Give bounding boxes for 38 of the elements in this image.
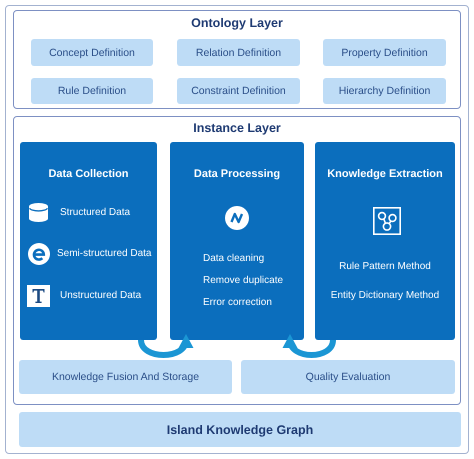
module-panel (170, 142, 304, 340)
list-item: Data cleaning (203, 252, 264, 266)
module-panel (20, 142, 157, 340)
panel-title: Data Collection (48, 167, 129, 181)
curved-arrow (138, 334, 192, 358)
layer-panel (13, 10, 461, 109)
list-item: Rule Pattern Method (339, 260, 431, 274)
list-item: Remove duplicate (203, 274, 284, 288)
panel-title: Knowledge Extraction (327, 167, 443, 181)
banner-title: Island Knowledge Graph (166, 422, 314, 436)
list-item: Error correction (203, 296, 272, 310)
component-label: Knowledge Fusion And Storage (52, 370, 200, 384)
component-label: Relation Definition (196, 46, 282, 60)
component-box (323, 39, 446, 66)
component-label: Concept Definition (49, 46, 135, 60)
list-item: Entity Dictionary Method (330, 289, 440, 303)
panel-title: Data Processing (194, 167, 280, 181)
component-box (31, 78, 153, 104)
component-box (19, 360, 232, 394)
component-label: Rule Definition (58, 84, 126, 98)
list-item: Semi-structured Data (57, 247, 152, 261)
component-box (323, 78, 446, 104)
component-box (177, 39, 300, 66)
layer-title: Ontology Layer (191, 16, 283, 30)
component-label: Hierarchy Definition (338, 84, 430, 98)
component-box (241, 360, 455, 394)
layer-title: Instance Layer (193, 121, 281, 135)
list-item: Unstructured Data (60, 289, 142, 303)
module-panel (315, 142, 455, 340)
component-box (31, 39, 153, 66)
result-banner (19, 412, 461, 447)
layer-panel (13, 116, 461, 405)
component-label: Property Definition (341, 46, 428, 60)
component-label: Constraint Definition (191, 84, 286, 98)
component-label: Quality Evaluation (306, 370, 390, 384)
curved-arrow (284, 334, 336, 358)
component-box (177, 78, 300, 104)
list-item: Structured Data (60, 206, 130, 220)
